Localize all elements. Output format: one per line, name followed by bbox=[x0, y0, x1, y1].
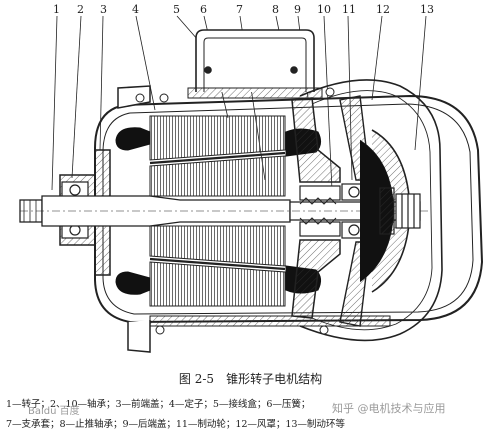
callout-6: 6 bbox=[200, 3, 207, 16]
callout-3: 3 bbox=[100, 3, 107, 16]
figure-title: 锥形转子电机结构 bbox=[226, 372, 323, 386]
callout-10: 10 bbox=[317, 3, 331, 16]
callout-8: 8 bbox=[272, 3, 279, 16]
watermark-right: 知乎 @电机技术与应用 bbox=[332, 402, 446, 415]
support-sleeve-and-rear-bearing bbox=[299, 183, 367, 239]
bolts bbox=[135, 87, 335, 335]
stator-core bbox=[149, 115, 286, 307]
callout-labels: 1 2 3 4 5 6 7 8 9 10 11 12 13 bbox=[53, 3, 434, 16]
watermark-left: Baidu 百度 bbox=[28, 406, 80, 417]
terminal-box bbox=[187, 29, 323, 99]
legend-line-1: 1—转子；2、10—轴承；3—前端盖；4—定子；5—接线盒；6—压簧； bbox=[6, 399, 311, 410]
mounting-flange bbox=[117, 85, 391, 353]
callout-12: 12 bbox=[376, 3, 390, 16]
figure-number: 图 2-5 bbox=[178, 372, 215, 386]
callout-1: 1 bbox=[53, 3, 60, 16]
thrust-bearing-and-nut bbox=[379, 187, 421, 235]
callout-13: 13 bbox=[420, 3, 434, 16]
rear-end-cover bbox=[291, 97, 341, 319]
rotor-core bbox=[149, 151, 286, 271]
legend-line-2: 7—支承套；8—止推轴承；9—后端盖；11—制动轮；12—风罩；13—制动环等 bbox=[6, 419, 345, 430]
callout-5: 5 bbox=[173, 3, 180, 16]
figure-caption: 图 2-5 锥形转子电机结构 bbox=[0, 370, 501, 387]
callout-4: 4 bbox=[132, 3, 139, 16]
callout-7: 7 bbox=[236, 3, 243, 16]
callout-2: 2 bbox=[77, 3, 84, 16]
callout-9: 9 bbox=[294, 3, 301, 16]
callout-11: 11 bbox=[342, 3, 356, 16]
pressure-spring bbox=[299, 197, 337, 225]
